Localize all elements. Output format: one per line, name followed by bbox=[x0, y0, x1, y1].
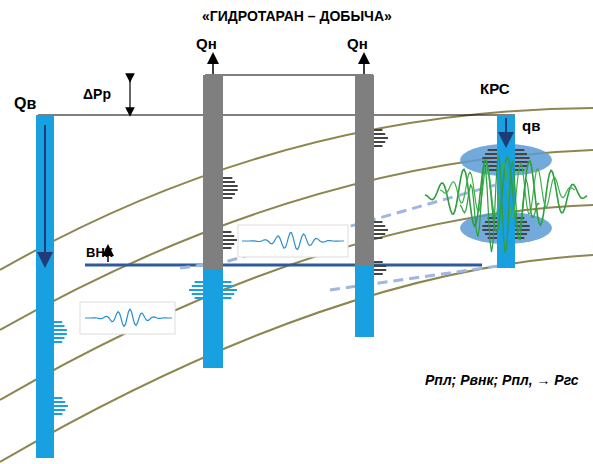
strata bbox=[0, 108, 593, 462]
flow-label: Qв bbox=[14, 95, 36, 113]
flow-label: Qн bbox=[347, 35, 368, 52]
formula: Рпл; Рвнк; Рпл, → Ргс bbox=[425, 372, 579, 388]
well-name: КРС bbox=[480, 80, 510, 97]
waves bbox=[85, 156, 587, 326]
flow-label: Qн bbox=[196, 35, 217, 52]
contact-name: ВНК bbox=[86, 245, 113, 260]
flow-label: qв bbox=[522, 117, 540, 134]
title: «ГИДРОТАРАН – ДОБЫЧА» bbox=[202, 8, 392, 24]
dimension: ΔPр bbox=[83, 86, 111, 102]
perforations bbox=[54, 130, 530, 414]
